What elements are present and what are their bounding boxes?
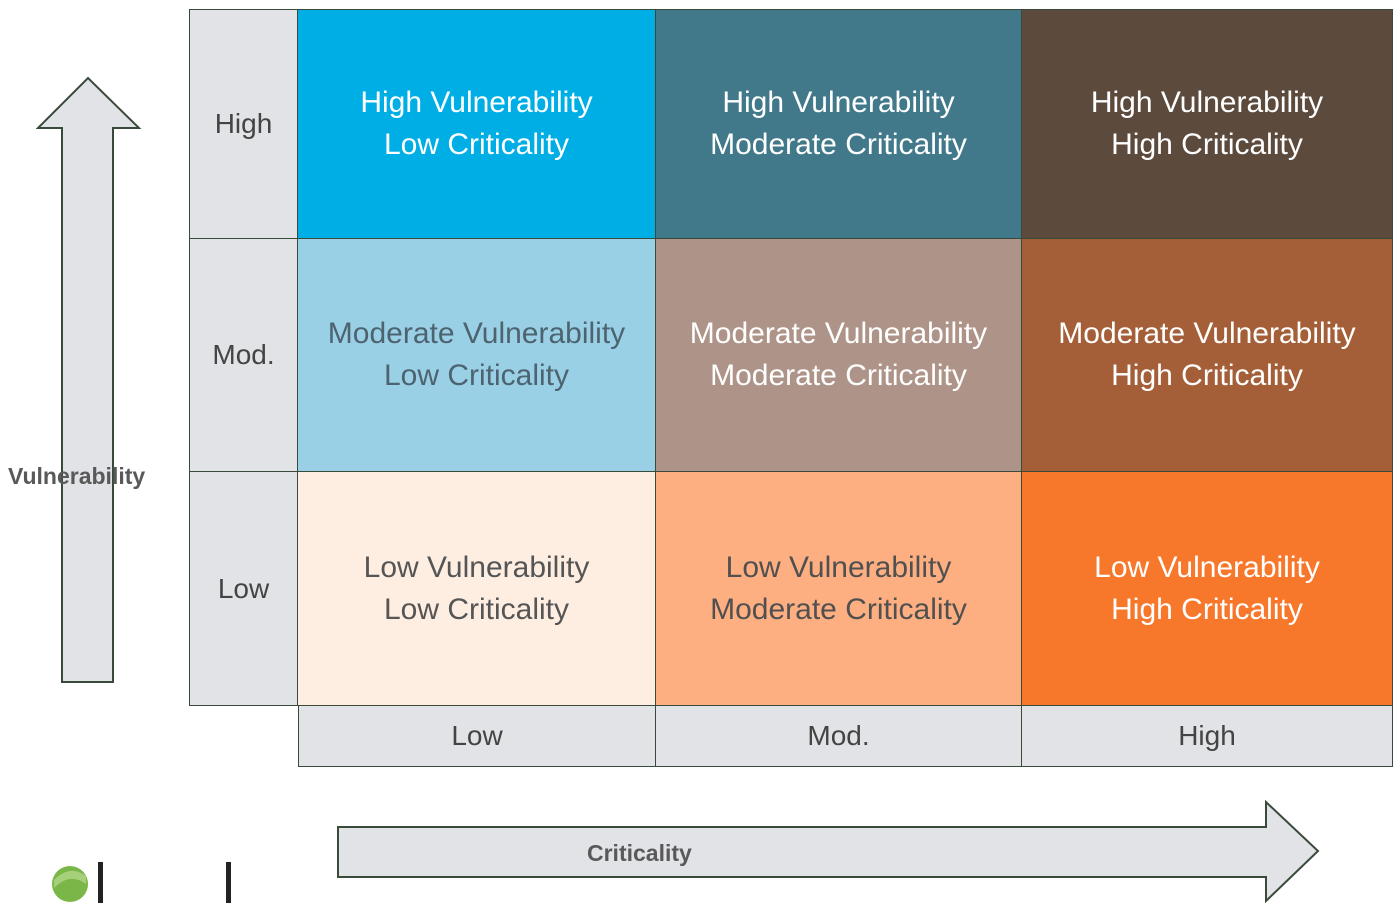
col-label-mod: Mod. xyxy=(656,706,1022,767)
cell-line-2: Low Criticality xyxy=(383,359,570,392)
cell-line-1: Moderate Vulnerability xyxy=(327,317,626,350)
cell-mod-vuln-high-crit: Moderate Vulnerability High Criticality xyxy=(1022,238,1393,471)
criticality-axis-title: Criticality xyxy=(587,840,692,866)
row-label-mod: Mod. xyxy=(189,238,298,471)
cell-line-1: Moderate Vulnerability xyxy=(1058,317,1356,350)
cell-line-1: Low Vulnerability xyxy=(363,550,590,584)
cell-line-2: High Criticality xyxy=(1111,592,1303,626)
logo-icon xyxy=(52,862,231,903)
cell-line-1: Moderate Vulnerability xyxy=(689,317,988,350)
cell-high-vuln-mod-crit: High Vulnerability Moderate Criticality xyxy=(656,9,1022,238)
cell-line-2: Moderate Criticality xyxy=(710,592,967,626)
matrix-corner xyxy=(189,706,298,767)
cell-line-1: Low Vulnerability xyxy=(1094,550,1320,584)
cell-low-vuln-high-crit: Low Vulnerability High Criticality xyxy=(1022,471,1393,706)
row-label-low: Low xyxy=(189,471,298,706)
criticality-axis-arrow xyxy=(337,800,1320,903)
cell-high-vuln-low-crit: High Vulnerability Low Criticality xyxy=(298,9,656,238)
vulnerability-criticality-matrix: High High Vulnerability Low Criticality … xyxy=(189,9,1393,767)
cell-high-vuln-high-crit: High Vulnerability High Criticality xyxy=(1022,9,1393,238)
cell-mod-vuln-low-crit: Moderate Vulnerability Low Criticality xyxy=(298,238,656,471)
vulnerability-axis-arrow xyxy=(36,76,142,683)
row-label-high: High xyxy=(189,9,298,238)
cell-line-2: Low Criticality xyxy=(383,128,570,161)
cell-mod-vuln-mod-crit: Moderate Vulnerability Moderate Critical… xyxy=(656,238,1022,471)
cell-line-2: High Criticality xyxy=(1111,359,1303,392)
vulnerability-axis-title: Vulnerability xyxy=(8,463,146,489)
cell-line-2: Moderate Criticality xyxy=(710,128,967,161)
cell-line-1: Low Vulnerability xyxy=(725,550,952,584)
cell-line-2: Low Criticality xyxy=(383,592,570,626)
col-label-high: High xyxy=(1022,706,1393,767)
cell-low-vuln-mod-crit: Low Vulnerability Moderate Criticality xyxy=(656,471,1022,706)
cell-line-1: High Vulnerability xyxy=(722,86,955,119)
cell-line-1: High Vulnerability xyxy=(1090,86,1324,119)
cell-low-vuln-low-crit: Low Vulnerability Low Criticality xyxy=(298,471,656,706)
cell-line-1: High Vulnerability xyxy=(360,86,593,119)
cell-line-2: High Criticality xyxy=(1111,128,1303,161)
col-label-low: Low xyxy=(298,706,656,767)
cell-line-2: Moderate Criticality xyxy=(710,359,967,392)
